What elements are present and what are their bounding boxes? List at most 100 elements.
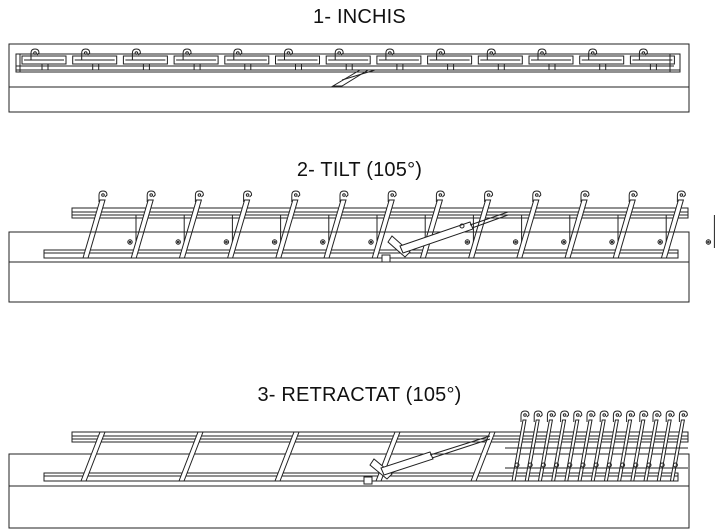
slat-handle-icon [234, 49, 242, 60]
panel-title-closed: 1- INCHIS [313, 6, 406, 28]
blade-handle-icon [679, 411, 687, 422]
pivot-icon [607, 463, 611, 467]
pivot-icon [272, 240, 276, 244]
pivot-icon [541, 463, 545, 467]
blade-handle-icon [653, 411, 661, 422]
pivot-icon [369, 240, 373, 244]
slat-handle-icon [639, 49, 647, 60]
blade [83, 200, 105, 258]
slat-handle-icon [538, 49, 546, 60]
blade-handle-icon [244, 191, 252, 202]
blade-handle-icon [629, 191, 637, 202]
stacked-blade [591, 420, 605, 481]
pivot-icon [634, 463, 638, 467]
carriage-strut [275, 432, 299, 481]
base-frame [9, 232, 689, 302]
stacked-blade [631, 420, 645, 481]
blade-handle-icon [547, 411, 555, 422]
blade-handle-icon [587, 411, 595, 422]
blade-handle-icon [436, 191, 444, 202]
pivot-icon [610, 240, 614, 244]
blade-handle-icon [340, 191, 348, 202]
pivot-icon [555, 463, 559, 467]
blade [469, 200, 491, 258]
pivot-icon [706, 240, 710, 244]
blade-handle-icon [677, 191, 685, 202]
blade-handle-icon [388, 191, 396, 202]
slat-handle-icon [386, 49, 394, 60]
stacked-blade [565, 420, 579, 481]
actuator-closed [333, 70, 375, 86]
pivot-icon [528, 463, 532, 467]
carriage-strut [471, 432, 495, 481]
carriage-strut [81, 432, 105, 481]
top-beam [72, 432, 688, 442]
blade-handle-icon [666, 411, 674, 422]
pivot-icon [673, 463, 677, 467]
pivot-icon [513, 240, 517, 244]
blade-handle-icon [600, 411, 608, 422]
blade [131, 200, 153, 258]
bottom-rail [44, 250, 678, 258]
blade-handle-icon [561, 411, 569, 422]
blade-handle-icon [147, 191, 155, 202]
stacked-blade [525, 420, 539, 481]
stacked-blade [552, 420, 566, 481]
pivot-icon [465, 240, 469, 244]
blade-handle-icon [99, 191, 107, 202]
blade-handle-icon [627, 411, 635, 422]
pivot-icon [176, 240, 180, 244]
blade [372, 200, 394, 258]
blade [324, 200, 346, 258]
slat-handle-icon [487, 49, 495, 60]
blade-handle-icon [574, 411, 582, 422]
actuator-tilt [388, 212, 508, 257]
retracted-state-drawing [9, 411, 689, 528]
pivot-icon [515, 463, 519, 467]
blade-handle-icon [292, 191, 300, 202]
stacked-blade [618, 420, 632, 481]
pivot-icon [224, 240, 228, 244]
pivot-icon [621, 463, 625, 467]
pivot-icon [321, 240, 325, 244]
slat-handle-icon [132, 49, 140, 60]
slat-handle-icon [183, 49, 191, 60]
slat-handle-icon [82, 49, 90, 60]
tilt-state-drawing [9, 191, 714, 302]
blade [565, 200, 587, 258]
stacked-blade [644, 420, 658, 481]
pivot-icon [581, 463, 585, 467]
base-frame [9, 44, 689, 112]
panel-title-retracted: 3- RETRACTAT (105°) [257, 384, 462, 406]
panel-title-tilt: 2- TILT (105°) [296, 159, 423, 181]
slat-handle-icon [31, 49, 39, 60]
blade-handle-icon [195, 191, 203, 202]
blade-handle-icon [533, 191, 541, 202]
blade [179, 200, 201, 258]
stacked-blade [578, 420, 592, 481]
pivot-icon [128, 240, 132, 244]
closed-state-drawing [9, 44, 689, 112]
blade-handle-icon [640, 411, 648, 422]
tilted-blades [83, 191, 714, 258]
stacked-blade [670, 420, 684, 481]
actuator-retracted [370, 436, 490, 479]
slat-handle-icon [437, 49, 445, 60]
stacked-blade [604, 420, 618, 481]
blade [420, 200, 442, 258]
pivot-icon [568, 463, 572, 467]
blade-handle-icon [613, 411, 621, 422]
blade [276, 200, 298, 258]
stacked-blade [512, 420, 526, 481]
blade [228, 200, 250, 258]
pivot-icon [562, 240, 566, 244]
stacked-blades [505, 411, 688, 481]
blade [517, 200, 539, 258]
pivot-icon [658, 240, 662, 244]
pivot-icon [594, 463, 598, 467]
stacked-blade [538, 420, 552, 481]
stacked-blade [657, 420, 671, 481]
carriage-strut [179, 432, 203, 481]
blade-handle-icon [534, 411, 542, 422]
pivot-icon [647, 463, 651, 467]
